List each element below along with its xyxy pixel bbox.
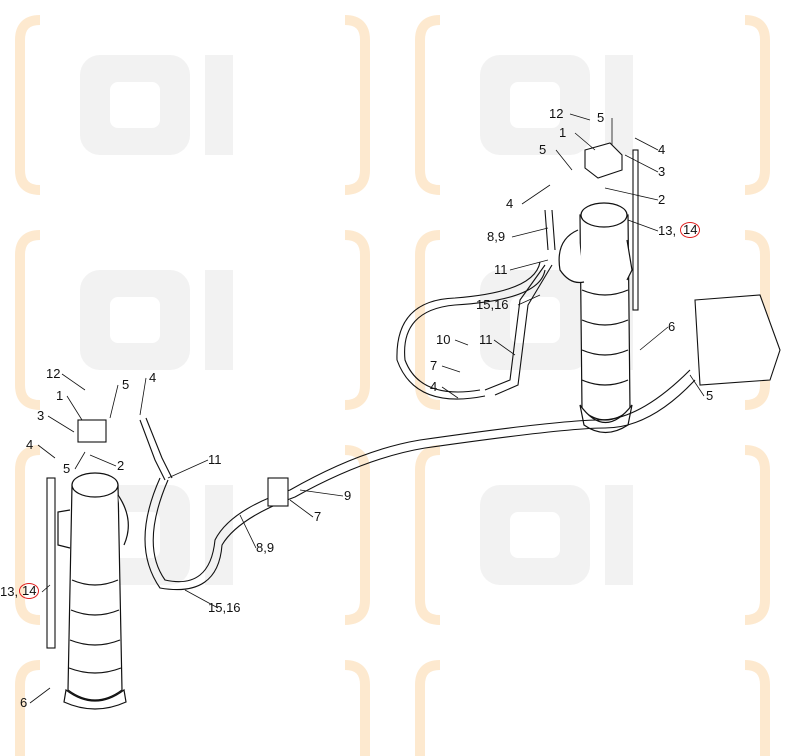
hoses xyxy=(139,209,696,591)
watermark-ok-holes xyxy=(110,82,560,558)
label-2: 2 xyxy=(658,192,666,207)
label-11: 11 xyxy=(494,262,508,277)
leader-lines xyxy=(29,113,705,704)
label-14-highlighted: 14 xyxy=(19,583,40,599)
label-12: 12 xyxy=(549,106,564,121)
label-3: 3 xyxy=(37,408,45,423)
label-5: 5 xyxy=(539,142,547,157)
label-15-16: 15,16 xyxy=(208,600,241,615)
fittings xyxy=(46,142,781,649)
label-5: 5 xyxy=(122,377,130,392)
left-column xyxy=(57,472,129,710)
label-5: 5 xyxy=(63,461,71,476)
label-5: 5 xyxy=(597,110,605,125)
label-12: 12 xyxy=(46,366,61,381)
label-7: 7 xyxy=(430,358,438,373)
label-1: 1 xyxy=(56,388,64,403)
label-11: 11 xyxy=(208,452,222,467)
label-8-9: 8,9 xyxy=(487,229,506,244)
label-7: 7 xyxy=(314,509,322,524)
label-8-9: 8,9 xyxy=(256,540,275,555)
label-4: 4 xyxy=(506,196,514,211)
label-11: 11 xyxy=(479,332,493,347)
label-4: 4 xyxy=(658,142,666,157)
watermark xyxy=(15,15,770,756)
label-3: 3 xyxy=(658,164,666,179)
label-4: 4 xyxy=(430,379,438,394)
label-5: 5 xyxy=(706,388,714,403)
label-13: 13, xyxy=(658,223,677,238)
label-15-16: 15,16 xyxy=(476,297,509,312)
label-9: 9 xyxy=(344,488,352,503)
label-6: 6 xyxy=(20,695,28,710)
label-13: 13, xyxy=(0,584,19,599)
label-14-highlighted: 14 xyxy=(680,222,701,238)
label-1: 1 xyxy=(559,125,567,140)
label-4: 4 xyxy=(149,370,157,385)
label-6: 6 xyxy=(668,319,676,334)
label-4: 4 xyxy=(26,437,34,452)
label-2: 2 xyxy=(117,458,125,473)
label-10: 10 xyxy=(436,332,451,347)
